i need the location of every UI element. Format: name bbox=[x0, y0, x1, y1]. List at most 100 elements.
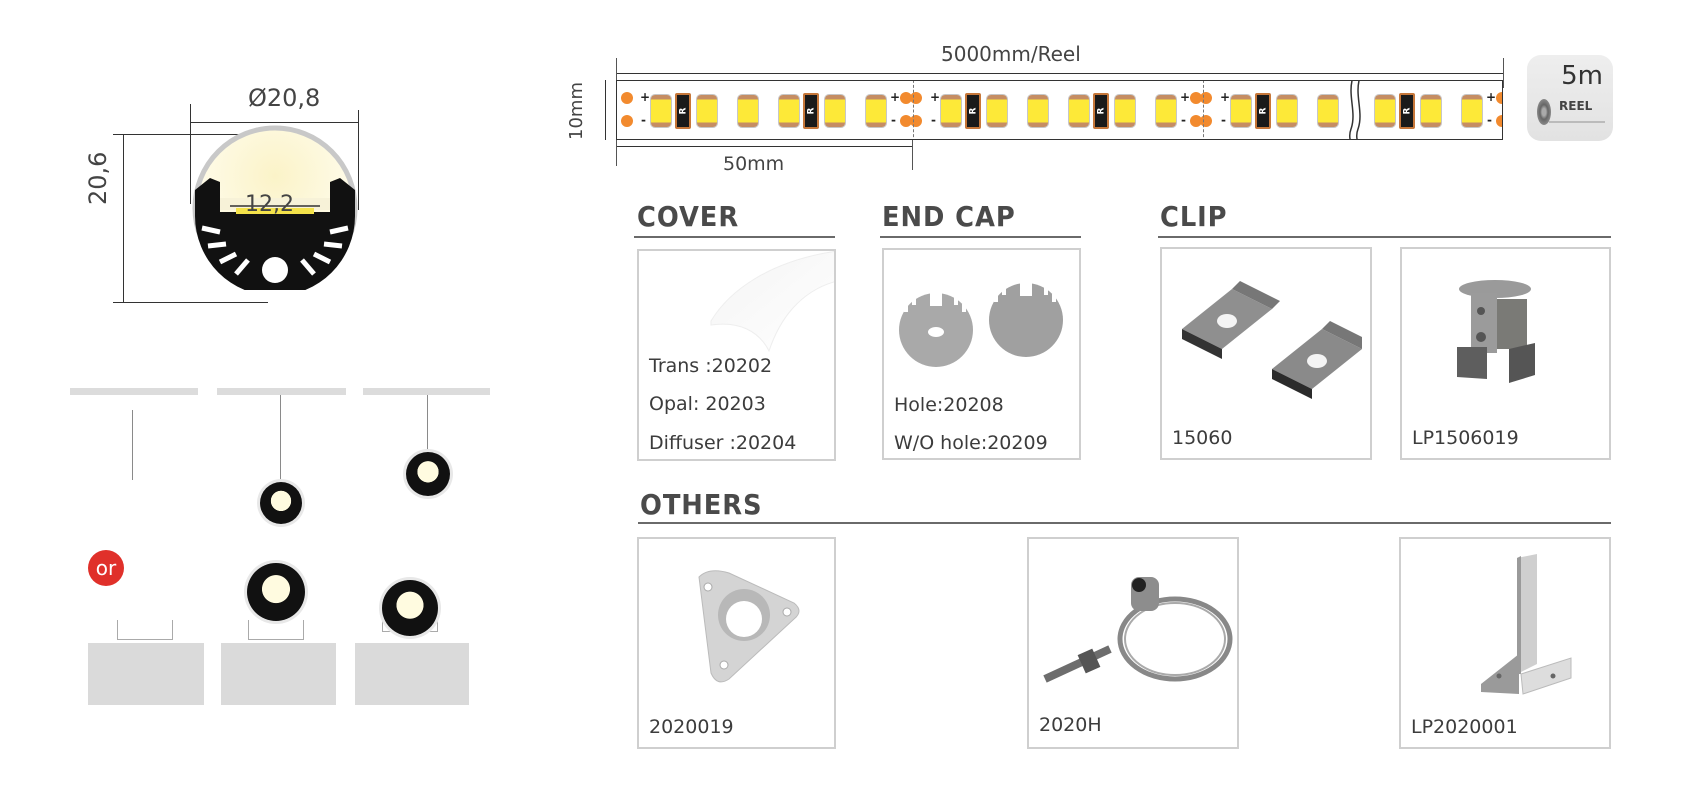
led-chip bbox=[1069, 95, 1089, 127]
clip-card-lp1506019: LP1506019 bbox=[1400, 247, 1611, 460]
clip-card-15060: 15060 bbox=[1160, 247, 1372, 460]
strip-width-dim-line bbox=[605, 80, 606, 140]
end-cap-no-hole-code: W/O hole:20209 bbox=[894, 432, 1048, 454]
cut-length-ext-right bbox=[912, 140, 913, 170]
or-badge: or bbox=[88, 550, 124, 586]
solder-pad bbox=[1200, 115, 1212, 127]
strip-width-label: 10mm bbox=[566, 82, 587, 140]
cover-title: COVER bbox=[637, 200, 740, 233]
height-dim-line bbox=[123, 134, 124, 302]
led-chip bbox=[1231, 95, 1251, 127]
reel-badge: 5m REEL bbox=[1527, 55, 1613, 141]
reel-spool-icon bbox=[1537, 99, 1551, 125]
plus-sign: + bbox=[890, 90, 901, 104]
reel-size: 5m bbox=[1561, 61, 1603, 91]
cover-opal-code: Opal: 20203 bbox=[649, 393, 766, 415]
inner-width-label: 12,2 bbox=[245, 192, 294, 217]
cover-diffuser-code: Diffuser :20204 bbox=[649, 432, 797, 454]
cover-trans-code: Trans :20202 bbox=[649, 355, 773, 377]
minus-sign: - bbox=[1487, 113, 1492, 127]
solder-pad bbox=[910, 115, 922, 127]
led-chip bbox=[1375, 95, 1395, 127]
break-mark-icon bbox=[1349, 81, 1361, 139]
pendant-profile-icon bbox=[260, 482, 302, 524]
angle-bracket-icon bbox=[1481, 554, 1572, 695]
led-chip bbox=[825, 95, 845, 127]
triangle-mount-icon bbox=[698, 570, 800, 683]
led-chip bbox=[738, 95, 758, 127]
minus-sign: - bbox=[931, 113, 936, 127]
plus-sign: + bbox=[640, 90, 651, 104]
minus-sign: - bbox=[1221, 113, 1226, 127]
led-chip bbox=[1462, 95, 1482, 127]
others-card-2020h: 2020H bbox=[1027, 537, 1239, 749]
solder-pad bbox=[621, 92, 633, 104]
led-strip: + - R R + - + - R R + - + bbox=[616, 80, 1503, 140]
others-code-2020h: 2020H bbox=[1039, 714, 1102, 736]
clip-code-15060: 15060 bbox=[1172, 427, 1233, 449]
suspension-wire bbox=[132, 410, 133, 480]
solder-pad bbox=[900, 92, 912, 104]
cut-length-dim-line bbox=[616, 146, 912, 147]
clip-title: CLIP bbox=[1160, 200, 1228, 233]
others-card-lp2020001: LP2020001 bbox=[1399, 537, 1611, 749]
others-title: OTHERS bbox=[640, 488, 763, 521]
mounting-surface-step-1 bbox=[88, 643, 204, 705]
end-cap-hole-code: Hole:20208 bbox=[894, 394, 1004, 416]
end-cap-rule bbox=[880, 236, 1081, 238]
mounting-clip-icon bbox=[1182, 281, 1362, 399]
diameter-dim-line bbox=[190, 122, 358, 123]
reel-length-dim-line bbox=[616, 73, 1503, 74]
resistor: R bbox=[675, 93, 691, 129]
mounting-surface-step-2 bbox=[221, 643, 336, 705]
led-chip bbox=[1277, 95, 1297, 127]
round-profile-icon bbox=[192, 125, 358, 290]
led-chip bbox=[1156, 95, 1176, 127]
ceiling-bar-step-3 bbox=[363, 388, 490, 395]
diameter-label: Ø20,8 bbox=[248, 84, 321, 112]
reel-length-ext-right bbox=[1503, 58, 1504, 88]
led-chip bbox=[1028, 95, 1048, 127]
minus-sign: - bbox=[891, 113, 896, 127]
cut-length-label: 50mm bbox=[723, 153, 785, 175]
plus-sign: + bbox=[1220, 90, 1231, 104]
solder-pad bbox=[1190, 92, 1202, 104]
solder-pad bbox=[900, 115, 912, 127]
led-chip bbox=[651, 95, 671, 127]
height-label: 20,6 bbox=[84, 151, 112, 205]
others-code-2020019: 2020019 bbox=[649, 716, 734, 738]
mounting-clip-outline bbox=[248, 620, 304, 640]
surface-profile-icon bbox=[247, 563, 305, 621]
minus-sign: - bbox=[641, 113, 646, 127]
resistor: R bbox=[1399, 93, 1415, 129]
solder-pad bbox=[1200, 92, 1212, 104]
end-cap-card: Hole:20208 W/O hole:20209 bbox=[882, 248, 1081, 460]
plus-sign: + bbox=[930, 90, 941, 104]
diameter-ext-left bbox=[190, 104, 191, 204]
led-chip bbox=[779, 95, 799, 127]
reel-tail bbox=[1549, 121, 1605, 123]
height-ext-top bbox=[113, 134, 268, 135]
cover-card: Trans :20202 Opal: 20203 Diffuser :20204 bbox=[637, 249, 836, 461]
led-chip bbox=[987, 95, 1007, 127]
pendant-profile-icon bbox=[406, 452, 450, 496]
others-card-2020019: 2020019 bbox=[637, 537, 836, 749]
diameter-ext-right bbox=[358, 110, 359, 210]
led-chip bbox=[1421, 95, 1441, 127]
surface-profile-icon bbox=[382, 580, 438, 636]
cut-length-ext-left bbox=[616, 140, 617, 166]
solder-pad bbox=[1496, 115, 1502, 127]
mounting-clip-outline bbox=[117, 620, 173, 640]
cut-line bbox=[913, 81, 914, 139]
height-ext-bottom bbox=[113, 302, 268, 303]
minus-sign: - bbox=[1181, 113, 1186, 127]
others-rule bbox=[638, 522, 1611, 524]
others-code-lp2020001: LP2020001 bbox=[1411, 716, 1518, 738]
plus-sign: + bbox=[1180, 90, 1191, 104]
resistor: R bbox=[965, 93, 981, 129]
solder-pad bbox=[910, 92, 922, 104]
reel-length-label: 5000mm/Reel bbox=[941, 42, 1081, 66]
reel-label: REEL bbox=[1559, 99, 1593, 113]
cover-diffuser-icon bbox=[710, 251, 834, 353]
end-cap-with-hole-icon bbox=[899, 288, 973, 367]
